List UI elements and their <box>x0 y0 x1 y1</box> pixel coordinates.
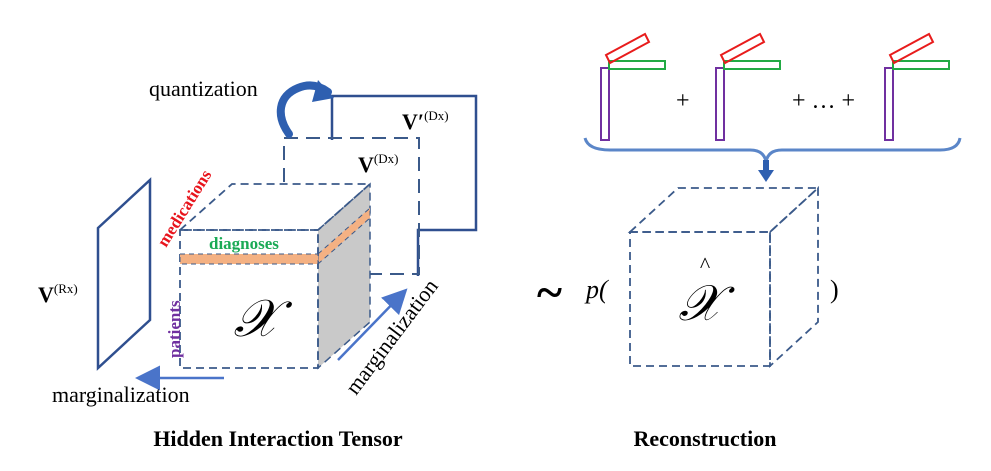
rank3-red-bar <box>888 32 935 65</box>
rank2-purple-bar <box>715 67 725 141</box>
rank1-purple-bar <box>600 67 610 141</box>
diagnoses-label: diagnoses <box>209 234 279 253</box>
tensor-symbol-right: 𝒳 <box>679 275 736 331</box>
sum-brace <box>583 137 962 163</box>
plus-sign-1: + <box>676 88 690 114</box>
tensor-symbol-left: 𝒳 <box>234 291 293 348</box>
right-caption: Reconstruction <box>634 426 777 451</box>
marginalization-bottom-label: marginalization <box>52 382 190 407</box>
tilde-sign: ~ <box>537 266 562 319</box>
rank2-green-bar <box>723 60 781 70</box>
cube-side-face <box>317 182 371 370</box>
rank1-red-bar <box>604 32 651 65</box>
reconstructed-cube <box>627 185 821 369</box>
cube-top-face <box>177 183 373 231</box>
v-dx-label: V(Dx) <box>358 151 398 177</box>
rank2-red-bar <box>719 32 766 65</box>
left-caption: Hidden Interaction Tensor <box>153 426 403 451</box>
v-prime-dx-frame <box>330 94 478 276</box>
quantization-label: quantization <box>149 76 258 101</box>
plus-ellipsis-plus: + … + <box>792 88 855 114</box>
rank-component-2 <box>715 32 781 141</box>
recon-cube-side <box>769 185 819 369</box>
marginalization-diag-arrow <box>337 288 408 361</box>
rank-component-3 <box>884 32 950 141</box>
recon-cube-front <box>629 231 771 367</box>
patients-label: patients <box>165 300 184 358</box>
brace-down-arrow-head <box>758 170 774 182</box>
quantization-arrow-head <box>312 80 334 102</box>
p-open-paren: p( <box>584 275 609 304</box>
v-dx-frame <box>283 137 420 275</box>
close-paren: ) <box>830 275 839 304</box>
tensor-hat: ^ <box>700 252 711 277</box>
v-rx-plane <box>96 177 152 371</box>
rank3-purple-bar <box>884 67 894 141</box>
cube-front-slice <box>179 253 319 265</box>
v-prime-dx-label: V′(Dx) <box>402 108 449 134</box>
medications-label: medications <box>153 166 215 250</box>
cube-side-slice <box>317 206 371 266</box>
rank3-green-bar <box>892 60 950 70</box>
cube-front-face <box>179 229 319 369</box>
v-rx-label: V(Rx) <box>38 281 78 307</box>
recon-cube-top <box>627 187 821 233</box>
rank1-green-bar <box>608 60 666 70</box>
rank-component-1 <box>600 32 666 141</box>
